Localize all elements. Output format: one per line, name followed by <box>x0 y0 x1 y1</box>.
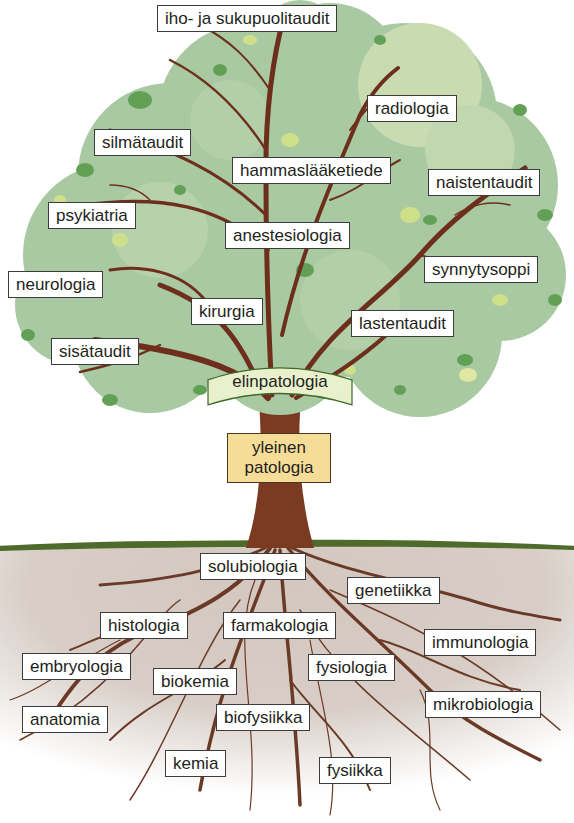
field-label: yleinen patologia <box>244 438 313 477</box>
leaf-spots-shape <box>459 368 477 382</box>
soil-shape <box>0 545 574 823</box>
leaf-spots-shape <box>213 64 227 76</box>
field-box: mikrobiologia <box>425 691 541 718</box>
field-box: immunologia <box>424 629 536 656</box>
field-label: solubiologia <box>208 557 298 576</box>
field-label: radiologia <box>375 99 449 118</box>
leaf-spots-shape <box>394 385 406 395</box>
main-box: yleinen patologia <box>227 433 331 483</box>
leaf-spots-shape <box>281 133 299 147</box>
leaf-spots-shape <box>457 354 473 366</box>
field-box: synnytysoppi <box>424 256 538 283</box>
leaf-spots-shape <box>21 329 35 341</box>
field-box: genetiikka <box>347 577 440 604</box>
field-box: psykiatria <box>48 202 136 229</box>
banner-label: elinpatologia <box>207 365 353 406</box>
roots-shape <box>292 548 560 620</box>
field-box: biofysiikka <box>216 704 310 731</box>
field-label: iho- ja sukupuolitaudit <box>165 9 329 28</box>
field-label: psykiatria <box>56 206 128 225</box>
field-box: fysiikka <box>319 757 391 784</box>
field-label: anestesiologia <box>233 226 342 245</box>
field-box: embryologia <box>22 653 131 680</box>
field-label: biokemia <box>161 672 229 691</box>
leaf-spots-shape <box>128 91 152 109</box>
field-label: silmätaudit <box>102 133 183 152</box>
roots <box>10 548 560 815</box>
field-label: immunologia <box>432 633 528 652</box>
field-label: embryologia <box>30 657 123 676</box>
field-box: hammaslääketiede <box>232 157 391 184</box>
leaf-spots-shape <box>193 385 207 395</box>
field-label: biofysiikka <box>224 708 302 727</box>
field-box: neurologia <box>8 271 103 298</box>
field-box: radiologia <box>367 95 457 122</box>
field-label: hammaslääketiede <box>240 161 383 180</box>
canopy-highlight-shape <box>112 182 208 278</box>
leaf-spots-shape <box>423 215 437 225</box>
branches-shape <box>110 185 150 200</box>
field-label: elinpatologia <box>207 365 353 400</box>
canopy-highlight-shape <box>190 80 270 160</box>
leaf-spots-shape <box>400 207 420 223</box>
leaf-spots-shape <box>492 294 508 306</box>
field-box: farmakologia <box>223 612 336 639</box>
field-box: kemia <box>165 750 226 777</box>
field-label: mikrobiologia <box>433 695 533 714</box>
field-label: anatomia <box>30 710 100 729</box>
field-box: histologia <box>100 612 188 639</box>
field-label: kemia <box>173 754 218 773</box>
field-box: anestesiologia <box>225 222 350 249</box>
branches-shape <box>200 25 270 90</box>
leaf-spots <box>21 35 562 406</box>
leaf-spots-shape <box>513 104 527 116</box>
leaf-spots-shape <box>548 294 562 306</box>
field-box: iho- ja sukupuolitaudit <box>157 5 337 32</box>
canopy <box>15 0 566 417</box>
field-box: solubiologia <box>200 553 306 580</box>
field-label: kirurgia <box>199 302 255 321</box>
field-label: synnytysoppi <box>432 260 530 279</box>
field-label: sisätaudit <box>59 342 131 361</box>
field-label: naistentaudit <box>436 173 532 192</box>
branches <box>80 12 525 398</box>
field-box: sisätaudit <box>51 338 139 365</box>
field-box: naistentaudit <box>428 169 540 196</box>
branches-shape <box>110 268 205 300</box>
field-box: kirurgia <box>191 298 263 325</box>
field-label: fysiologia <box>316 658 387 677</box>
field-label: lastentaudit <box>359 314 446 333</box>
field-label: fysiikka <box>327 761 383 780</box>
roots-shape <box>280 550 300 805</box>
branches-shape <box>266 12 285 395</box>
leaf-spots-shape <box>112 233 128 247</box>
leaf-spots-shape <box>374 35 386 45</box>
leaf-spots-shape <box>102 394 118 406</box>
leaf-spots-shape <box>76 163 94 177</box>
leaf-spots-shape <box>243 35 257 45</box>
field-label: genetiikka <box>355 581 432 600</box>
field-box: anatomia <box>22 706 108 733</box>
roots-shape <box>288 548 540 760</box>
field-box: biokemia <box>153 668 237 695</box>
field-box: silmätaudit <box>94 129 191 156</box>
field-label: histologia <box>108 616 180 635</box>
field-box: lastentaudit <box>351 310 454 337</box>
field-label: farmakologia <box>231 616 328 635</box>
soil <box>0 545 574 823</box>
branches-shape <box>455 203 510 215</box>
leaf-spots-shape <box>537 209 553 221</box>
canopy-shape <box>15 245 135 365</box>
field-label: neurologia <box>16 275 95 294</box>
leaf-spots-shape <box>174 185 186 195</box>
field-box: fysiologia <box>308 654 395 681</box>
